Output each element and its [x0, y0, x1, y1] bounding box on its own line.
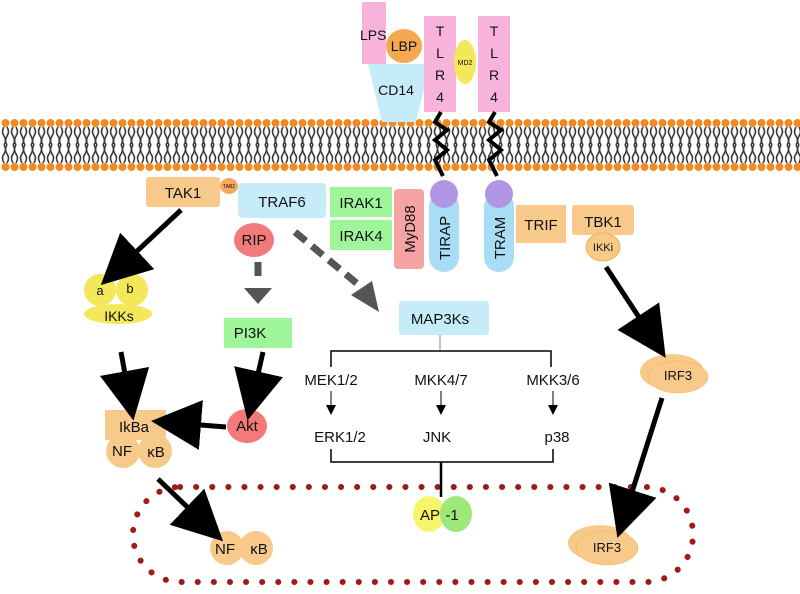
md2-label: MD2	[458, 60, 473, 67]
ikks-to-ikba-arrow	[121, 352, 129, 396]
akt-to-ikba-arrow	[176, 423, 226, 427]
mek12-label: MEK1/2	[304, 372, 357, 389]
tirap-tir-domain	[430, 180, 458, 208]
ap1-suffix-label: -1	[445, 507, 458, 524]
nfkb-branch: a b IKKs PI3K Akt IkBa NF κB NF κB	[84, 274, 292, 565]
ikba-label: IkBa	[119, 419, 150, 436]
myd88-label: MyD88	[402, 205, 419, 253]
nf-label: NF	[112, 443, 132, 460]
tlr4-left-letter-4: 4	[436, 89, 444, 105]
irak1-label: IRAK1	[339, 195, 382, 212]
tlr4-left-letter-3: R	[435, 67, 445, 83]
cd14-label: CD14	[378, 82, 414, 98]
tak1-to-ikks-arrow	[119, 210, 181, 268]
mkk36-label: MKK3/6	[526, 372, 579, 389]
irf3-to-nucleus-arrow	[625, 398, 662, 514]
irf3-branch: IRF3 IRF3	[568, 354, 708, 565]
tab2-label: TAB2	[223, 184, 235, 190]
trif-label: TRIF	[524, 217, 557, 234]
tirap-label: TIRAP	[437, 216, 454, 260]
ikks-label: IKKs	[104, 308, 134, 324]
nucleus-kb-label: κB	[250, 541, 268, 558]
mapk-bracket	[331, 449, 553, 462]
mapk-branch: MAP3Ks MEK1/2 MKK4/7 MKK3/6 ERK1/2 JNK p…	[304, 301, 579, 532]
cell-membrane	[2, 119, 800, 171]
adaptor-proteins: TAK1 TAB2 TRAF6 IRAK1 IRAK4 MyD88 TIRAP …	[146, 177, 634, 272]
tlr4-right-letter-3: R	[489, 67, 499, 83]
map3ks-bracket	[331, 351, 551, 367]
receptor-complex: LPS LBP CD14 T L R 4 MD2 T L R 4	[360, 2, 510, 176]
erk12-label: ERK1/2	[314, 429, 366, 446]
signaling-arrows	[119, 210, 662, 524]
rip-label: RIP	[241, 232, 266, 249]
tak1-label: TAK1	[165, 185, 201, 202]
pi3k-to-akt-arrow	[253, 352, 263, 396]
kb-label: κB	[147, 444, 165, 461]
tlr4-right-letter-2: L	[490, 45, 498, 61]
jnk-label: JNK	[423, 429, 451, 446]
tlr4-left-letter-2: L	[436, 45, 444, 61]
tlr4-right-letter-1: T	[490, 23, 499, 39]
tlr4-right-letter-4: 4	[490, 89, 498, 105]
irf3-cytoplasm-label: IRF3	[664, 368, 692, 383]
traf6-to-map3ks-arrowhead	[351, 281, 379, 312]
ap-label: AP	[420, 507, 440, 524]
lps-label: LPS	[360, 27, 386, 43]
irf3-nucleus-label: IRF3	[593, 540, 621, 555]
ikk-alpha-label: a	[96, 283, 104, 298]
nucleus-nf-label: NF	[215, 541, 235, 558]
ikk-beta-label: b	[126, 281, 133, 296]
ikki-label: IKKi	[593, 242, 613, 254]
rip-to-pi3k-arrowhead	[244, 288, 272, 304]
p38-label: p38	[544, 429, 569, 446]
mkk47-label: MKK4/7	[414, 372, 467, 389]
tbk1-label: TBK1	[584, 214, 622, 231]
map3ks-label: MAP3Ks	[411, 311, 469, 328]
tlr4-left-letter-1: T	[436, 23, 445, 39]
ikki-to-irf3-arrow	[606, 267, 652, 337]
tram-label: TRAM	[492, 217, 509, 260]
traf6-label: TRAF6	[258, 194, 306, 211]
pi3k-label: PI3K	[234, 325, 267, 342]
lbp-label: LBP	[391, 38, 417, 54]
akt-label: Akt	[236, 418, 259, 435]
tram-tir-domain	[485, 180, 513, 208]
irak4-label: IRAK4	[339, 228, 382, 245]
